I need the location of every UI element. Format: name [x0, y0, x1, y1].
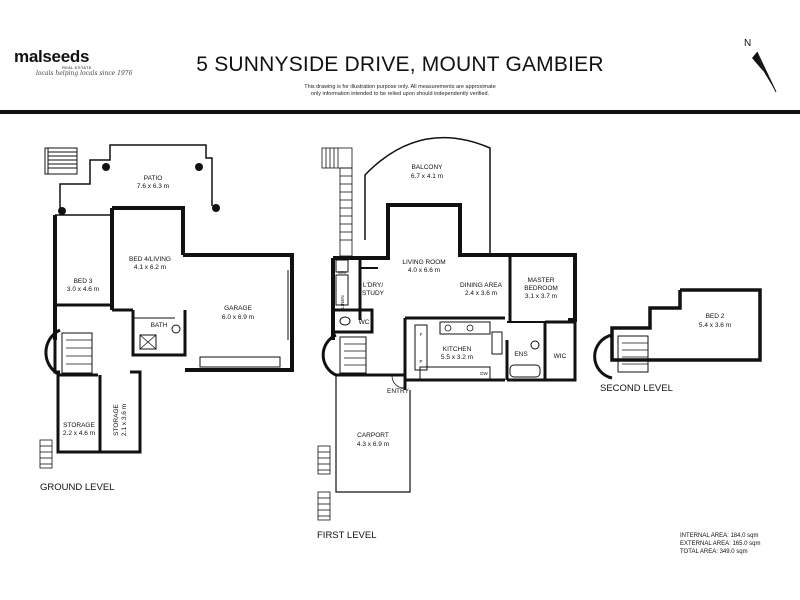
total-area: TOTAL AREA: 349.0 sqm	[680, 549, 748, 555]
room-carport-name: CARPORT	[357, 432, 389, 439]
room-storage1-name: STORAGE	[63, 422, 95, 429]
room-dining-name: DINING AREA	[460, 282, 503, 289]
room-bed3-dims: 3.0 x 4.6 m	[67, 286, 99, 293]
room-ens-name: ENS	[514, 351, 528, 358]
room-bed2-name: BED 2	[706, 313, 725, 320]
room-living-dims: 4.0 x 6.6 m	[408, 267, 440, 274]
level-second-label: SECOND LEVEL	[600, 383, 673, 394]
brand-subtitle: REAL ESTATE	[62, 65, 92, 70]
room-storage2-dims: 2.1 x 3.6 m	[121, 404, 128, 436]
ground-level-plan	[39, 144, 294, 469]
fixture-fridge: F	[420, 332, 423, 337]
room-master-name: MASTER	[527, 277, 554, 284]
stairs-icon	[44, 147, 78, 175]
room-master-dims: 3.1 x 3.7 m	[525, 293, 557, 300]
room-bed4-dims: 4.1 x 6.2 m	[134, 264, 166, 271]
room-bed2-dims: 5.4 x 3.6 m	[699, 322, 731, 329]
room-balcony-name: BALCONY	[411, 164, 443, 171]
room-ldry-name: L'DRY/	[363, 282, 383, 289]
room-kitchen-name: KITCHEN	[443, 346, 472, 353]
room-storage1-dims: 2.2 x 4.6 m	[63, 430, 95, 437]
property-title: 5 SUNNYSIDE DRIVE, MOUNT GAMBIER	[196, 53, 604, 76]
room-carport-dims: 4.3 x 6.9 m	[357, 441, 389, 448]
room-bath-name: BATH	[151, 322, 168, 329]
second-level-plan	[593, 288, 762, 380]
room-garage-name: GARAGE	[224, 305, 252, 312]
compass-label: N	[744, 38, 751, 49]
fixture-linen: LINEN	[340, 295, 345, 308]
disclaimer-line-2: only information intended to be relied u…	[310, 91, 490, 97]
level-first-label: FIRST LEVEL	[317, 530, 377, 541]
room-living-name: LIVING ROOM	[402, 259, 445, 266]
room-balcony-dims: 6.7 x 4.1 m	[411, 173, 443, 180]
fixture-pantry: P	[419, 359, 422, 364]
room-bed4-name: BED 4/LIVING	[129, 256, 171, 263]
brand-name: malseeds	[14, 47, 90, 66]
brand-tagline: locals helping locals since 1976	[36, 70, 133, 77]
room-wic-name: WIC	[554, 353, 567, 360]
fixture-wm: WM	[338, 270, 346, 275]
room-wc-name: WC	[359, 319, 370, 326]
room-patio-name: PATIO	[144, 175, 163, 182]
room-kitchen-dims: 5.5 x 3.2 m	[441, 354, 473, 361]
internal-area: INTERNAL AREA: 184.0 sqm	[680, 533, 759, 539]
disclaimer-line-1: This drawing is for illustration purpose…	[304, 84, 496, 90]
room-storage2-name: STORAGE	[113, 404, 120, 436]
room-master-name-2: BEDROOM	[524, 285, 558, 292]
level-ground-label: GROUND LEVEL	[40, 482, 114, 493]
room-garage-dims: 6.0 x 6.9 m	[222, 314, 254, 321]
room-ldry-name-2: STUDY	[362, 290, 385, 297]
external-area: EXTERNAL AREA: 165.0 sqm	[680, 541, 761, 547]
room-dining-dims: 2.4 x 3.6 m	[465, 290, 497, 297]
first-level-plan	[317, 137, 577, 521]
fixture-dw: DW	[480, 371, 488, 376]
room-patio-dims: 7.6 x 6.3 m	[137, 183, 169, 190]
room-entry-name: ENTRY	[387, 388, 410, 395]
north-arrow-icon: N	[744, 38, 777, 93]
area-summary: INTERNAL AREA: 184.0 sqm EXTERNAL AREA: …	[680, 532, 760, 556]
header-divider	[0, 110, 800, 114]
room-bed3-name: BED 3	[74, 278, 93, 285]
